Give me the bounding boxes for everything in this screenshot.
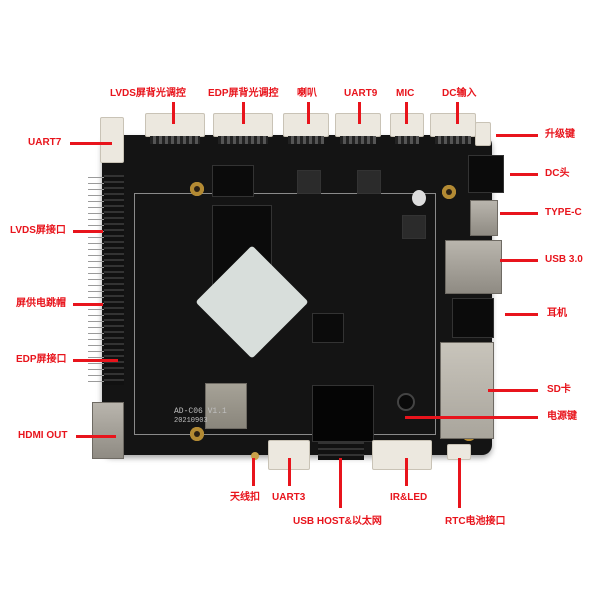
label-hdmi-out: HDMI OUT — [18, 430, 68, 441]
wifi-module — [205, 383, 247, 429]
label-power-key: 电源键 — [547, 411, 577, 422]
headphone-jack — [452, 298, 494, 338]
capacitor — [412, 190, 426, 206]
usb3-port — [445, 240, 502, 294]
arrow — [76, 435, 116, 438]
label-usb-host-ethernet: USB HOST&以太网 — [293, 516, 382, 527]
label-usb3: USB 3.0 — [545, 254, 583, 265]
hdmi-port — [92, 402, 124, 459]
arrow — [488, 389, 538, 392]
label-lvds-backlight: LVDS屏背光调控 — [110, 88, 186, 99]
arrow — [456, 102, 459, 124]
speaker-connector — [283, 113, 329, 144]
arrow — [288, 458, 291, 486]
label-uart7: UART7 — [28, 137, 62, 148]
arrow — [358, 102, 361, 124]
inductor — [402, 215, 426, 239]
ir-led-connector — [372, 440, 432, 470]
arrow — [252, 458, 255, 486]
arrow — [242, 102, 245, 124]
usb-host-ethernet-header — [318, 442, 364, 460]
arrow — [73, 230, 103, 233]
arrow — [405, 102, 408, 124]
lvds-edp-header — [104, 175, 124, 385]
power-button[interactable] — [397, 393, 415, 411]
arrow — [339, 458, 342, 508]
mounting-hole — [190, 182, 204, 196]
arrow — [500, 259, 538, 262]
mounting-hole — [190, 427, 204, 441]
arrow — [70, 142, 112, 145]
arrow — [458, 458, 461, 508]
arrow — [172, 102, 175, 124]
arrow — [307, 102, 310, 124]
label-edp-interface: EDP屏接口 — [16, 354, 67, 365]
label-uart3: UART3 — [272, 492, 306, 503]
arrow — [510, 173, 538, 176]
dc-input-connector — [430, 113, 476, 144]
arrow — [405, 458, 408, 486]
antenna-connector — [251, 452, 259, 460]
label-antenna: 天线扣 — [230, 492, 260, 503]
uart7-connector — [100, 117, 124, 163]
lvds-backlight-connector — [145, 113, 205, 144]
label-headphone: 耳机 — [547, 308, 567, 319]
label-edp-backlight: EDP屏背光调控 — [208, 88, 279, 99]
type-c-port — [470, 200, 498, 236]
dc-jack — [468, 155, 504, 193]
label-rtc-battery: RTC电池接口 — [445, 516, 506, 527]
label-upgrade-key: 升级键 — [545, 129, 575, 140]
label-sd-card: SD卡 — [547, 384, 571, 395]
arrow — [405, 416, 538, 419]
label-type-c: TYPE-C — [545, 207, 582, 218]
label-mic: MIC — [396, 88, 415, 99]
label-dc-jack: DC头 — [545, 168, 570, 179]
label-screen-power-jumper: 屏供电跳帽 — [16, 298, 66, 309]
header-pins-left — [88, 175, 106, 385]
ic-chip-top — [212, 165, 254, 197]
silkscreen-model: AD-C06 V1.1 — [174, 407, 227, 416]
sd-card-slot — [440, 342, 494, 439]
label-speaker: 喇叭 — [297, 88, 317, 99]
label-uart9: UART9 — [344, 88, 378, 99]
inductor — [297, 170, 321, 194]
label-lvds-interface: LVDS屏接口 — [10, 225, 66, 236]
ic-chip — [312, 313, 344, 343]
inductor — [357, 170, 381, 194]
arrow — [73, 359, 118, 362]
label-ir-led: IR&LED — [390, 492, 428, 503]
silkscreen-outline — [134, 193, 436, 435]
arrow — [73, 303, 103, 306]
label-dc-input: DC输入 — [442, 88, 477, 99]
arrow — [505, 313, 538, 316]
silkscreen-date: 20210903 — [174, 417, 208, 425]
upgrade-key-button[interactable] — [475, 122, 491, 146]
arrow — [496, 134, 538, 137]
emmc-chip — [312, 385, 374, 442]
arrow — [500, 212, 538, 215]
mounting-hole — [442, 185, 456, 199]
